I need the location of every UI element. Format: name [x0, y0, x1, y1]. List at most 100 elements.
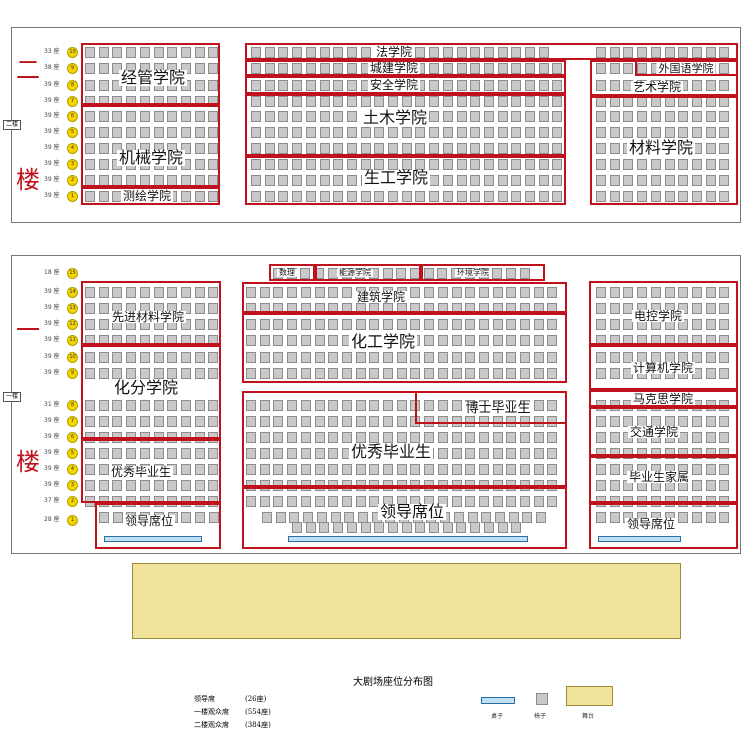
seat[interactable]: [547, 416, 558, 427]
seat[interactable]: [552, 143, 563, 154]
seat[interactable]: [456, 127, 467, 138]
seat[interactable]: [437, 432, 448, 443]
seat[interactable]: [167, 352, 178, 363]
seat[interactable]: [153, 287, 164, 298]
seat[interactable]: [410, 352, 421, 363]
seat[interactable]: [98, 464, 109, 475]
seat[interactable]: [437, 352, 448, 363]
seat[interactable]: [410, 464, 421, 475]
seat[interactable]: [369, 416, 380, 427]
seat[interactable]: [333, 80, 344, 91]
seat[interactable]: [442, 522, 453, 533]
seat[interactable]: [85, 480, 95, 491]
seat[interactable]: [278, 96, 289, 107]
seat[interactable]: [637, 287, 648, 298]
seat[interactable]: [126, 287, 137, 298]
seat[interactable]: [85, 287, 95, 298]
seat[interactable]: [451, 335, 462, 346]
seat[interactable]: [609, 127, 620, 138]
seat[interactable]: [139, 127, 150, 138]
seat[interactable]: [705, 303, 716, 314]
seat[interactable]: [664, 175, 675, 186]
seat[interactable]: [650, 448, 661, 459]
seat[interactable]: [98, 303, 109, 314]
seat[interactable]: [410, 368, 421, 379]
seat[interactable]: [396, 319, 407, 330]
seat[interactable]: [208, 448, 219, 459]
seat[interactable]: [623, 127, 634, 138]
zone-huafen[interactable]: [81, 345, 221, 439]
seat[interactable]: [355, 368, 366, 379]
seat[interactable]: [547, 287, 558, 298]
seat[interactable]: [314, 335, 325, 346]
seat[interactable]: [719, 480, 730, 491]
seat[interactable]: [333, 143, 344, 154]
seat[interactable]: [181, 512, 192, 523]
seat[interactable]: [251, 96, 261, 107]
seat[interactable]: [520, 432, 530, 443]
seat[interactable]: [456, 159, 467, 170]
seat[interactable]: [292, 111, 303, 122]
seat[interactable]: [678, 191, 689, 202]
seat[interactable]: [300, 448, 311, 459]
seat[interactable]: [112, 352, 123, 363]
seat[interactable]: [705, 512, 716, 523]
seat[interactable]: [208, 159, 219, 170]
seat[interactable]: [637, 47, 648, 58]
seat[interactable]: [194, 416, 205, 427]
seat[interactable]: [167, 287, 178, 298]
seat[interactable]: [609, 175, 620, 186]
seat[interactable]: [465, 416, 476, 427]
seat[interactable]: [519, 268, 530, 279]
seat[interactable]: [126, 111, 137, 122]
seat[interactable]: [511, 47, 522, 58]
seat[interactable]: [98, 480, 109, 491]
seat[interactable]: [478, 416, 489, 427]
seat[interactable]: [273, 464, 284, 475]
seat[interactable]: [623, 111, 634, 122]
seat[interactable]: [319, 47, 330, 58]
seat[interactable]: [538, 47, 549, 58]
seat[interactable]: [251, 191, 261, 202]
seat[interactable]: [705, 287, 716, 298]
seat[interactable]: [623, 159, 634, 170]
zone-jiashu[interactable]: [589, 456, 738, 503]
zone-anquan[interactable]: [245, 76, 566, 94]
seat[interactable]: [451, 400, 462, 411]
seat[interactable]: [637, 175, 648, 186]
seat[interactable]: [139, 352, 150, 363]
seat[interactable]: [719, 464, 730, 475]
seat[interactable]: [98, 80, 109, 91]
seat[interactable]: [360, 96, 371, 107]
seat[interactable]: [388, 191, 398, 202]
seat[interactable]: [719, 448, 730, 459]
seat[interactable]: [112, 416, 123, 427]
seat[interactable]: [483, 96, 494, 107]
seat[interactable]: [437, 319, 448, 330]
zone-diankong[interactable]: [589, 281, 738, 345]
seat[interactable]: [396, 432, 407, 443]
seat[interactable]: [609, 287, 620, 298]
seat[interactable]: [506, 464, 517, 475]
seat[interactable]: [246, 335, 256, 346]
seat[interactable]: [180, 111, 191, 122]
seat[interactable]: [396, 400, 407, 411]
seat[interactable]: [719, 416, 730, 427]
seat[interactable]: [719, 47, 730, 58]
seat[interactable]: [506, 448, 517, 459]
seat[interactable]: [278, 191, 289, 202]
seat[interactable]: [465, 464, 476, 475]
seat[interactable]: [208, 400, 219, 411]
seat[interactable]: [691, 432, 702, 443]
seat[interactable]: [719, 368, 730, 379]
seat[interactable]: [355, 432, 366, 443]
seat[interactable]: [497, 80, 508, 91]
seat[interactable]: [678, 512, 689, 523]
seat[interactable]: [424, 416, 435, 427]
seat[interactable]: [259, 368, 270, 379]
seat[interactable]: [98, 63, 109, 74]
seat[interactable]: [415, 96, 426, 107]
seat[interactable]: [341, 496, 352, 507]
seat[interactable]: [153, 416, 164, 427]
seat[interactable]: [465, 432, 476, 443]
